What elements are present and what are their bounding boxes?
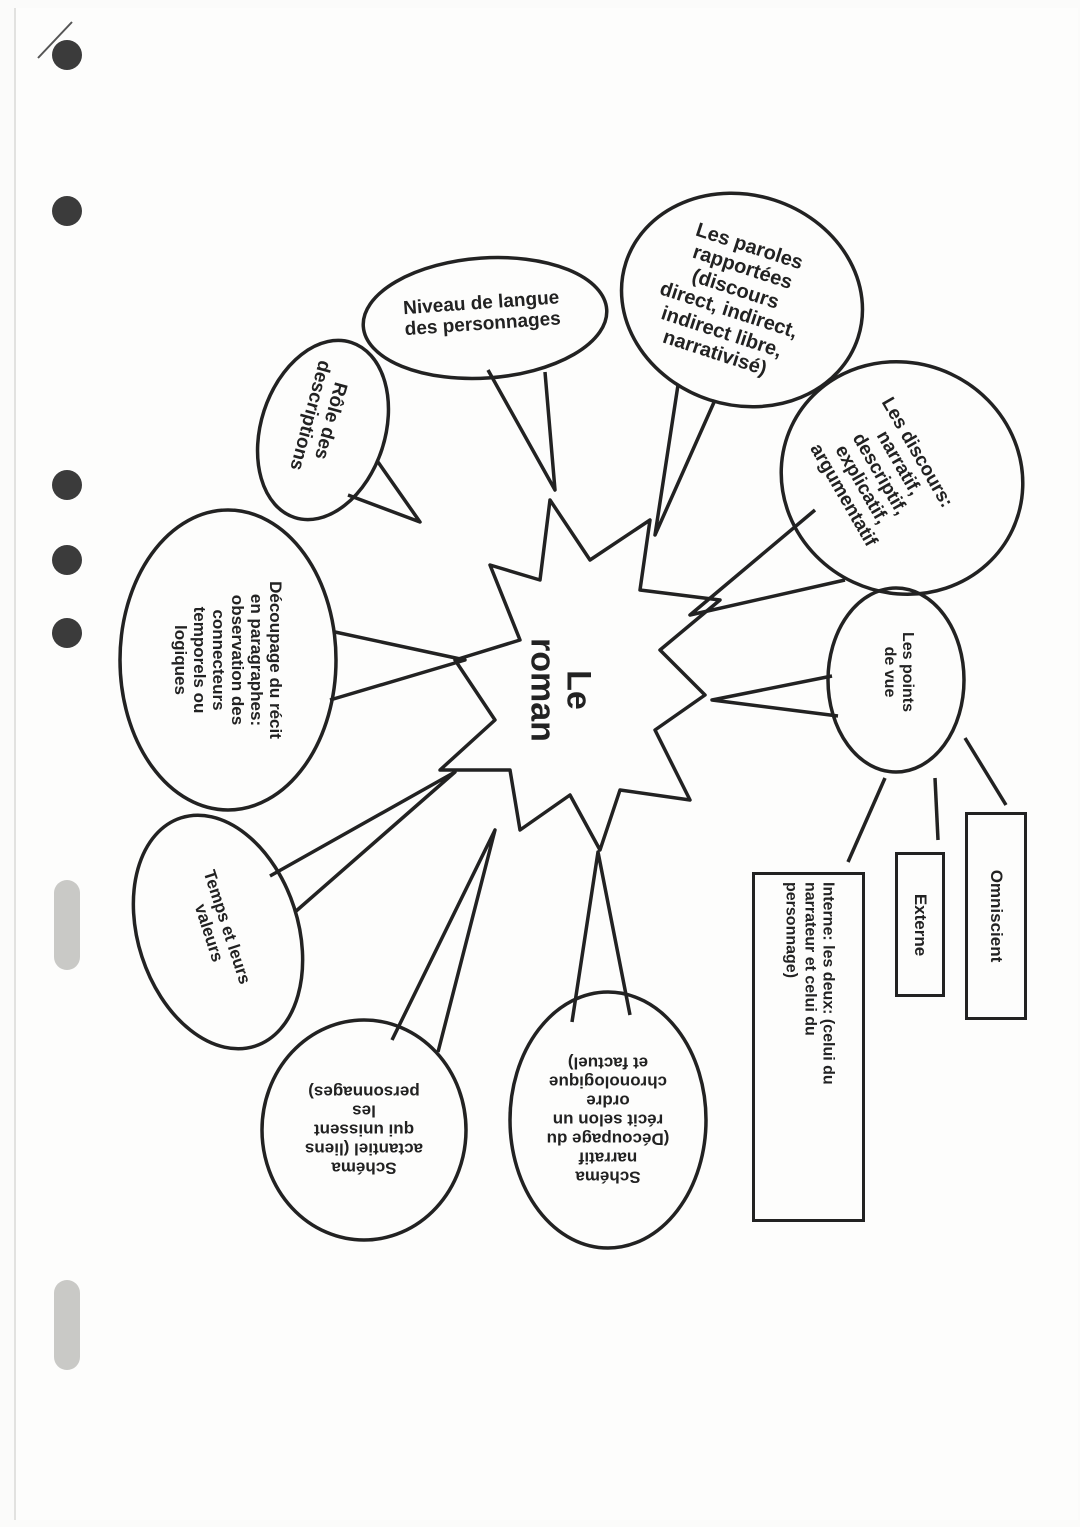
binder-hole [52,545,82,575]
bubble-niveau [361,255,609,381]
box-interne-text: Interne: les deux: (celui du narrateur e… [782,882,837,1085]
pointer-niveau [486,369,557,492]
box-externe-text: Externe [910,893,930,956]
pointer-role [347,460,422,524]
bubble-narratif [508,990,708,1250]
bubble-paroles [619,191,865,409]
binder-hole [52,40,82,70]
binder-hole [52,196,82,226]
bubble-narratif-text: Schéma narratif (Découpage du récit selo… [546,1053,670,1187]
pointer-temps [269,770,457,914]
connector-externe [933,777,940,841]
binder-hole [54,1280,80,1370]
bubble-points [826,586,966,774]
box-interne: Interne: les deux: (celui du narrateur e… [752,872,865,1222]
pointer-paroles [653,384,717,537]
box-externe: Externe [895,852,945,997]
pointer-decoupage [329,630,467,702]
bubble-role [255,338,391,522]
bubble-discours [779,359,1025,597]
binder-hole [52,618,82,648]
pencil-mark [37,21,73,59]
bubble-actantiel [260,1018,468,1242]
bubble-decoupage-text: Découpage du récit en paragraphes: obser… [170,581,286,739]
binder-hole [52,470,82,500]
box-omniscient: Omniscient [965,812,1027,1020]
connector-interne [846,777,887,863]
pointer-points [710,674,839,718]
bubble-decoupage [118,508,338,812]
pointer-actantiel [390,828,497,1053]
box-omniscient-text: Omniscient [986,869,1006,963]
center-star [438,498,722,852]
center-title: Le roman [524,638,598,742]
bubble-points-text: Les points de vue [881,631,916,713]
bubble-actantiel-text: Schéma actantiel (liens qui unissent les… [304,1082,424,1178]
bubble-temps [131,813,305,1051]
binder-hole [54,880,80,970]
connector-omniscient [963,737,1008,806]
pointer-narratif [570,850,632,1023]
pointer-discours [688,508,846,617]
paper-sheet [14,8,1078,1520]
